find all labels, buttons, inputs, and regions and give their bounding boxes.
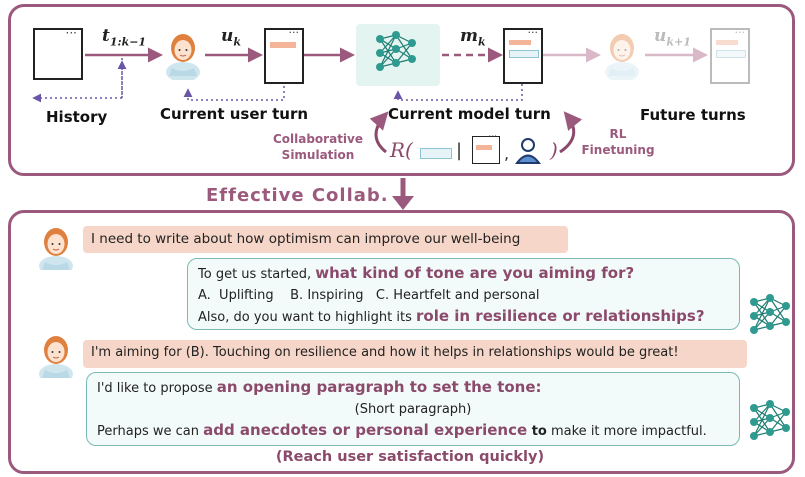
top-panel	[8, 4, 795, 176]
user-avatar-icon-1	[38, 227, 74, 270]
model-2-line-3-text: Perhaps we can	[97, 424, 204, 439]
math-t-history: t1:k−1	[102, 26, 146, 48]
math-u: u	[221, 26, 234, 46]
model-turn-document: ···	[503, 26, 543, 84]
user-message-1: I need to write about how optimism can i…	[83, 226, 568, 253]
math-t-sub: 1:k−1	[109, 35, 147, 49]
math-u-k-plus-1: uk+1	[654, 26, 691, 48]
math-u-k: uk	[221, 26, 241, 48]
reward-close: )	[550, 138, 558, 162]
reward-R: R(	[390, 138, 413, 162]
neural-network-icon	[375, 30, 417, 72]
collab-sim-line2: Simulation	[281, 148, 355, 162]
document-dots: ···	[734, 26, 746, 39]
model-1-line-1-text: To get us started,	[198, 267, 316, 282]
future-turn-document: ···	[710, 26, 750, 84]
model-2-line-3-end: make it more impactful.	[546, 424, 707, 439]
future-bar-1	[716, 40, 738, 45]
reward-divider: |	[456, 140, 463, 161]
history-document: ···	[33, 26, 83, 80]
model-2-line-3-highlight: add anecdotes or personal experience	[203, 421, 528, 439]
math-t: t	[102, 26, 110, 46]
document-dots: ···	[488, 132, 497, 142]
model-1-line-3-text: Also, do you want to highlight its	[198, 310, 417, 325]
down-arrow-icon	[392, 178, 414, 210]
model-1-line-2: A. Uplifting B. Inspiring C. Heartfelt a…	[198, 288, 540, 303]
top-connectors	[32, 47, 708, 154]
model-turn-bar-1	[509, 40, 531, 45]
rl-line2: Finetuning	[581, 143, 655, 157]
reward-document-icon: ···	[472, 132, 500, 164]
model-turn-bar-2	[509, 50, 539, 58]
math-u-future-sub: k+1	[666, 35, 691, 49]
bottom-panel	[8, 210, 795, 474]
user-message-2: I'm aiming for (B). Touching on resilien…	[83, 340, 747, 368]
math-m-sub: k	[478, 35, 486, 49]
reward-teal-bar	[420, 148, 452, 159]
rl-finetuning-label: RL Finetuning	[578, 126, 658, 158]
model-2-line-3: Perhaps we can add anecdotes or personal…	[97, 420, 729, 442]
reward-comma: ,	[504, 144, 510, 163]
collab-sim-line1: Collaborative	[272, 132, 364, 146]
model-1-line-1: To get us started, what kind of tone are…	[198, 263, 729, 285]
math-m-k: mk	[460, 26, 486, 48]
model-neural-network-icon-1	[749, 293, 791, 335]
model-message-1: To get us started, what kind of tone are…	[187, 258, 740, 330]
model-2-line-1-text: I'd like to propose	[97, 381, 217, 396]
model-2-line-1: I'd like to propose an opening paragraph…	[97, 377, 729, 399]
document-dots: ···	[527, 26, 539, 39]
collaborative-simulation-label: Collaborative Simulation	[262, 131, 374, 163]
model-1-line-3-highlight: role in resilience or relationships?	[416, 307, 705, 325]
math-u-sub: k	[233, 35, 241, 49]
current-user-person-icon	[165, 33, 201, 80]
user-turn-bar	[270, 42, 296, 48]
rl-line1: RL	[609, 127, 627, 141]
math-m: m	[460, 26, 478, 46]
current-user-turn-label: Current user turn	[160, 105, 309, 123]
user-turn-document: ···	[264, 26, 304, 84]
current-model-turn-label: Current model turn	[388, 105, 551, 123]
model-2-line-1-highlight: an opening paragraph to set the tone:	[216, 378, 542, 396]
future-user-person-icon	[604, 33, 640, 80]
user-silhouette-icon	[515, 138, 541, 164]
reach-satisfaction-label: (Reach user satisfaction quickly)	[275, 449, 545, 465]
user-avatar-icon-2	[38, 335, 74, 378]
math-u-future: u	[654, 26, 667, 46]
history-label: History	[46, 108, 108, 126]
model-1-line-3: Also, do you want to highlight its role …	[198, 306, 729, 328]
document-dots: ···	[288, 26, 300, 39]
model-2-line-3-to: to	[527, 424, 547, 439]
reward-formula: R( | ··· , )	[390, 132, 570, 172]
model-1-line-1-highlight: what kind of tone are you aiming for?	[315, 264, 635, 282]
future-bar-2	[716, 50, 746, 58]
reward-doc-bar	[476, 145, 492, 150]
model-message-2: I'd like to propose an opening paragraph…	[86, 372, 740, 446]
future-turns-label: Future turns	[640, 106, 746, 124]
model-2-line-2: (Short paragraph)	[354, 402, 472, 417]
model-neural-network-icon-2	[749, 399, 791, 441]
effective-collab-label: Effective Collab.	[206, 185, 389, 206]
document-dots: ···	[65, 26, 77, 40]
